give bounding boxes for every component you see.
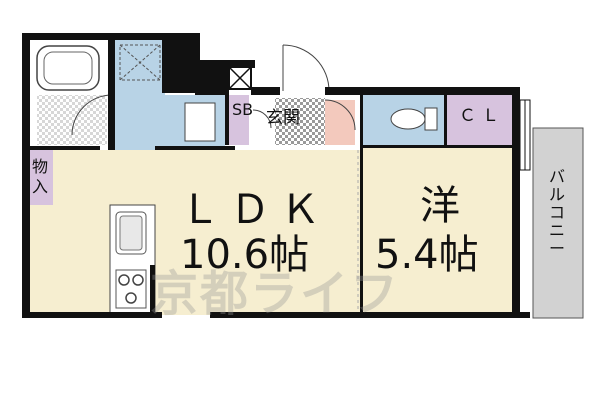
western-room[interactable]: [362, 148, 520, 315]
shoe-box-label: SB: [232, 100, 254, 119]
washing-machine-pan: [119, 44, 161, 81]
western-room-name-label: 洋: [420, 183, 460, 229]
bathroom-door-swing: [71, 94, 113, 136]
walls: [22, 33, 530, 318]
bathtub-inner: [43, 51, 93, 85]
toilet-bowl: [390, 108, 426, 130]
balcony-label: バルコニー: [548, 167, 565, 258]
washroom[interactable]: [115, 40, 165, 150]
shoe-box[interactable]: [229, 95, 249, 145]
entrance-step: [325, 100, 355, 145]
watermark: 京都ライフ: [150, 266, 401, 322]
balcony[interactable]: [532, 127, 584, 319]
ldk-size-label: 10.6帖: [180, 232, 310, 278]
western-room-size-label: 5.4帖: [375, 232, 479, 278]
storage[interactable]: [28, 150, 53, 205]
entrance-label: 玄関: [266, 108, 300, 128]
toilet-tank: [424, 107, 438, 131]
storage-label: 物入: [31, 157, 48, 196]
bathtub: [36, 45, 100, 91]
ldk-room[interactable]: [30, 150, 360, 315]
closet-label: ＣＬ: [459, 106, 505, 126]
closet[interactable]: [447, 95, 512, 145]
bath-floor: [37, 95, 107, 145]
ldk-name-label: ＬＤＫ: [180, 187, 330, 233]
entrance-tile: [275, 98, 325, 145]
entrance-door-swing: [282, 44, 330, 92]
